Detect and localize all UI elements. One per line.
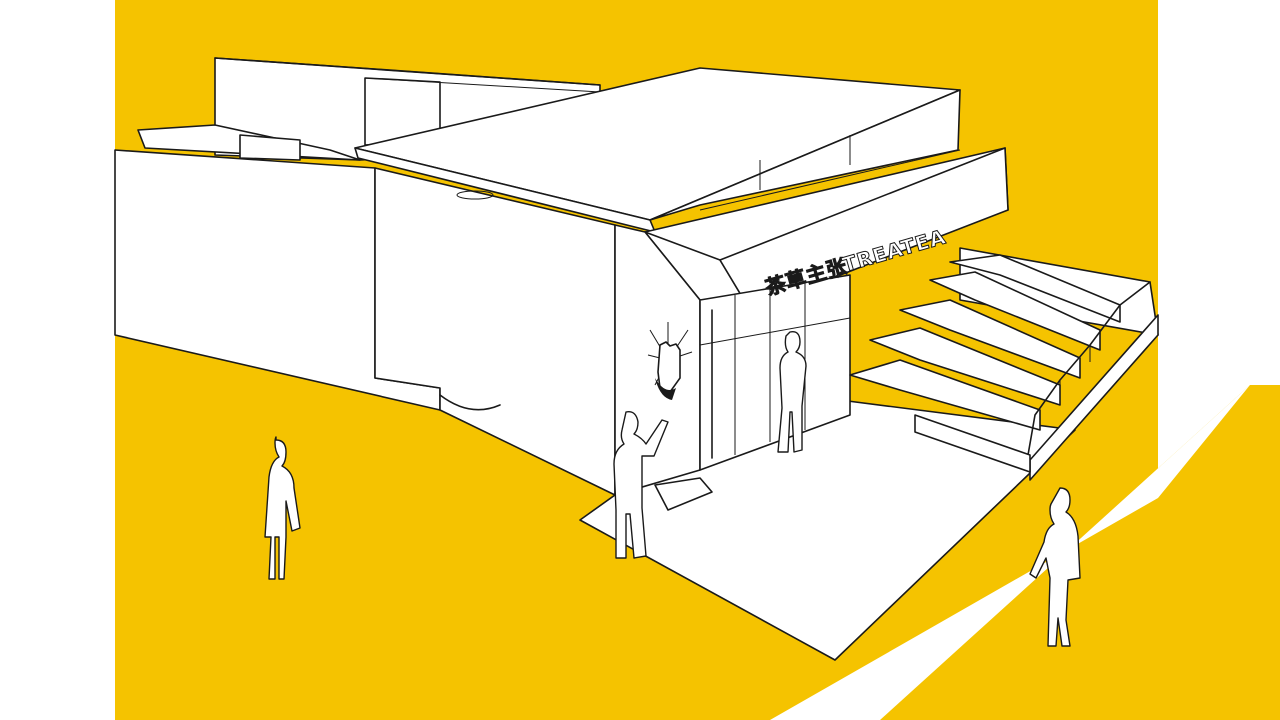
left-wing-parapet: [239, 134, 301, 161]
main-roof: [354, 67, 961, 233]
wall-base-curve: [439, 394, 501, 411]
transom: [699, 317, 851, 346]
canopy-edge: [699, 149, 961, 211]
roof-vent: [456, 190, 494, 200]
person-man-doorway: [777, 331, 807, 453]
person-woman-left: [264, 436, 301, 580]
seating-cushion: [914, 414, 1031, 473]
stair-handrail: [1027, 281, 1151, 456]
rear-roof-line: [364, 77, 601, 93]
tier-1: [849, 359, 1041, 431]
tier-4: [929, 271, 1101, 351]
seating-side-wall: [1029, 314, 1159, 481]
entry-bench: [654, 477, 713, 511]
rear-roof-top-edge: [214, 57, 601, 86]
glass-entry: [699, 274, 851, 471]
tea-hand-logo-icon: [647, 322, 693, 400]
tier-3: [899, 299, 1081, 379]
person-woman-walking: [1029, 487, 1081, 647]
entrance-canopy: [644, 147, 1009, 311]
person-man-pointing: [613, 411, 669, 559]
stepped-seating: [849, 247, 1159, 481]
